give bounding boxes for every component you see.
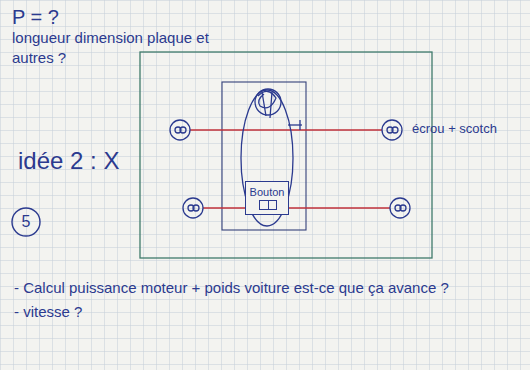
speed-note: - vitesse ?	[14, 302, 214, 322]
idea-note: idée 2 : X	[18, 145, 138, 177]
nut-symbols	[170, 120, 410, 218]
button-detail	[268, 200, 269, 210]
button-box: Bouton	[245, 181, 290, 215]
callout-number: 5	[11, 207, 41, 237]
figure-drawing	[241, 89, 302, 226]
node-text: 5	[22, 213, 31, 231]
red-wire	[203, 207, 390, 209]
red-wire	[190, 129, 382, 131]
question-note: longueur dimension plaque et autres ?	[12, 28, 212, 69]
plate-outline	[140, 52, 432, 258]
calculation-note: - Calcul puissance moteur + poids voitur…	[14, 278, 519, 298]
part-note: écrou + scotch	[412, 120, 522, 138]
title-note: P = ?	[12, 4, 132, 31]
node-text: Bouton	[248, 186, 287, 198]
